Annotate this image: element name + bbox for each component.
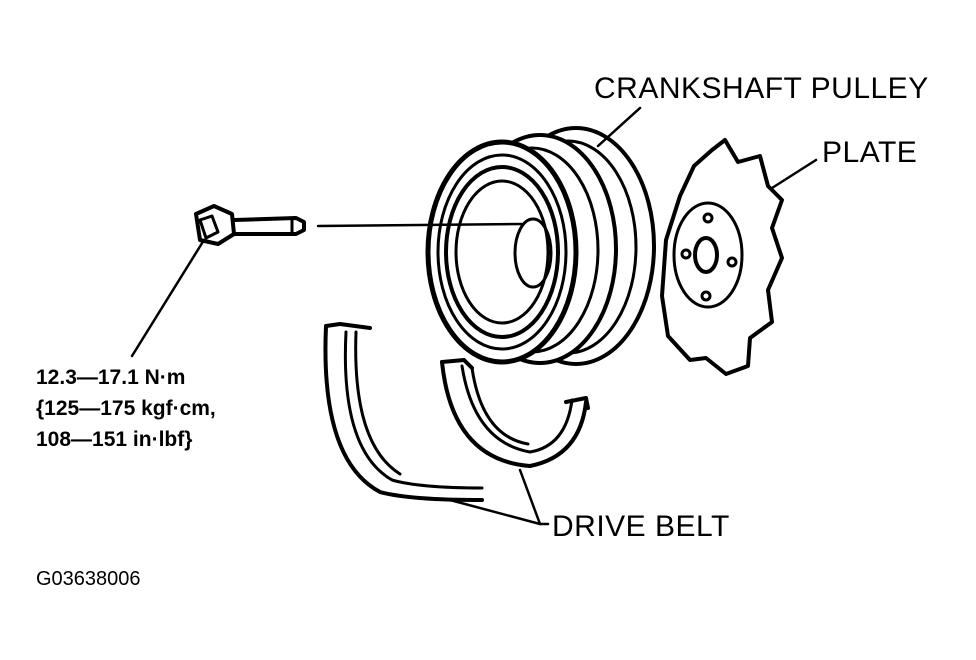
bolt-axis-line — [316, 222, 524, 228]
crankshaft-pulley-leader — [596, 106, 642, 148]
belt-left-inner — [343, 330, 484, 490]
bolt-shank — [232, 216, 306, 236]
torque-leader — [130, 238, 206, 358]
belt-right-inner — [460, 364, 574, 454]
figure-id: G03638006 — [36, 568, 141, 590]
belt-right-tip — [564, 396, 590, 410]
bolt-drawing — [194, 204, 306, 246]
belt-right-outer — [440, 360, 588, 468]
pulley-hub — [513, 217, 553, 289]
pulley-front-ring-3 — [454, 179, 550, 325]
pulley-front-ring-1 — [436, 153, 568, 351]
plate-label: PLATE — [822, 136, 918, 169]
belt-left-outer — [323, 324, 484, 502]
crankshaft-pulley-label: CRANKSHAFT PULLEY — [594, 72, 929, 105]
pulley-front-outer — [425, 139, 579, 365]
plate-bolt-hole — [726, 256, 738, 268]
plate-bolt-hole — [680, 248, 692, 260]
pulley-front-ring-2 — [444, 165, 560, 339]
belt-right-rib — [470, 366, 530, 446]
plate-bolt-ring — [672, 201, 744, 309]
torque-spec-block: 12.3—17.1 N·m {125—175 kgf·cm, 108—151 i… — [36, 362, 216, 455]
bolt-head-face — [198, 214, 220, 240]
drive-belt-leader — [448, 468, 542, 526]
belt-left-end — [324, 322, 372, 330]
drive-belt-drawing — [323, 322, 590, 502]
plate-outline — [660, 138, 784, 376]
plate-center-hole — [693, 236, 719, 274]
plate-drawing — [660, 138, 784, 376]
plate-leader — [770, 158, 818, 190]
torque-spec-kgf: {125—175 kgf·cm, — [36, 397, 216, 420]
plate-bolt-hole — [700, 290, 712, 302]
belt-right-end — [440, 358, 474, 370]
leader-lines — [130, 106, 818, 526]
torque-spec-inlbf: 108—151 in·lbf} — [36, 428, 193, 451]
belt-left-rib — [354, 330, 402, 476]
drive-belt-label: DRIVE BELT — [552, 510, 730, 543]
plate-bolt-hole — [702, 212, 714, 224]
crankshaft-pulley-drawing — [425, 126, 656, 366]
torque-spec-metric: 12.3—17.1 N·m — [36, 366, 186, 389]
